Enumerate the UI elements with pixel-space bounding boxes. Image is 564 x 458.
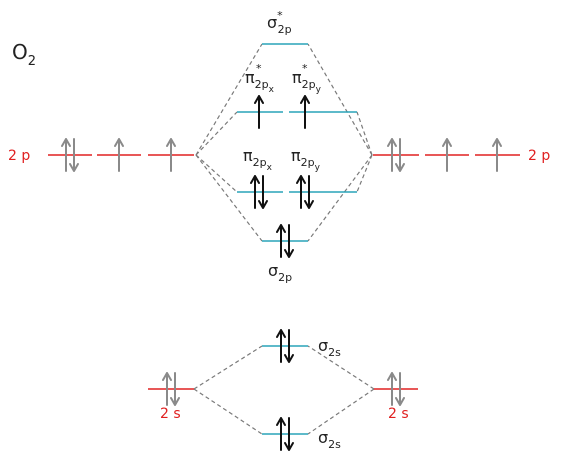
electron-arrow [387, 138, 397, 172]
connector-line [195, 154, 238, 193]
connector-line [356, 154, 373, 193]
connector-line [193, 388, 263, 435]
label-sigma-2s: σ2s [318, 428, 341, 451]
electron-arrow [258, 175, 268, 209]
electron-arrow [170, 372, 180, 406]
electron-arrow [395, 372, 405, 406]
electron-arrow [284, 417, 294, 451]
connector-line [307, 154, 373, 242]
molecule-title: O2 [12, 40, 36, 69]
electron-arrows [61, 95, 502, 451]
connector-line [307, 388, 375, 435]
connector-line [193, 345, 263, 390]
electron-arrow [284, 329, 294, 363]
electron-arrow [304, 175, 314, 209]
electron-arrow [300, 95, 310, 129]
electron-arrow [254, 95, 264, 129]
label-left-2p: 2 p [8, 148, 30, 164]
label-pi-star-y-asterisk: * [302, 62, 308, 75]
electron-arrow [166, 138, 176, 172]
label-sigma-star-2p: σ*2p [267, 9, 292, 36]
electron-arrow [296, 175, 306, 209]
electron-arrow [395, 138, 405, 172]
connector-line [307, 345, 375, 390]
label-pi-star-y: π2py [292, 68, 322, 95]
connector-line [195, 43, 263, 156]
label-right-2p: 2 p [528, 148, 550, 164]
electron-arrow [276, 224, 286, 258]
label-pi-star-x: π2px [245, 68, 275, 95]
mo-levels [237, 43, 357, 435]
electron-arrow [276, 329, 286, 363]
electron-arrow [442, 138, 452, 172]
electron-arrow [114, 138, 124, 172]
electron-arrow [61, 138, 71, 172]
label-left-2s: 2 s [160, 406, 181, 422]
connector-line [195, 111, 238, 156]
label-sigma-star-2s: σ2s [318, 336, 341, 359]
label-pi-y: π2py [291, 146, 321, 173]
electron-arrow [276, 417, 286, 451]
electron-arrow [387, 372, 397, 406]
electron-arrow [492, 138, 502, 172]
label-sigma-2p: σ2p [268, 261, 292, 284]
connector-line [356, 111, 373, 156]
label-pi-star-x-asterisk: * [256, 62, 262, 75]
label-right-2s: 2 s [388, 406, 409, 422]
connector-lines [193, 43, 375, 435]
label-pi-x: π2px [243, 146, 273, 173]
electron-arrow [69, 138, 79, 172]
electron-arrow [250, 175, 260, 209]
connector-line [307, 43, 373, 156]
electron-arrow [284, 224, 294, 258]
electron-arrow [162, 372, 172, 406]
